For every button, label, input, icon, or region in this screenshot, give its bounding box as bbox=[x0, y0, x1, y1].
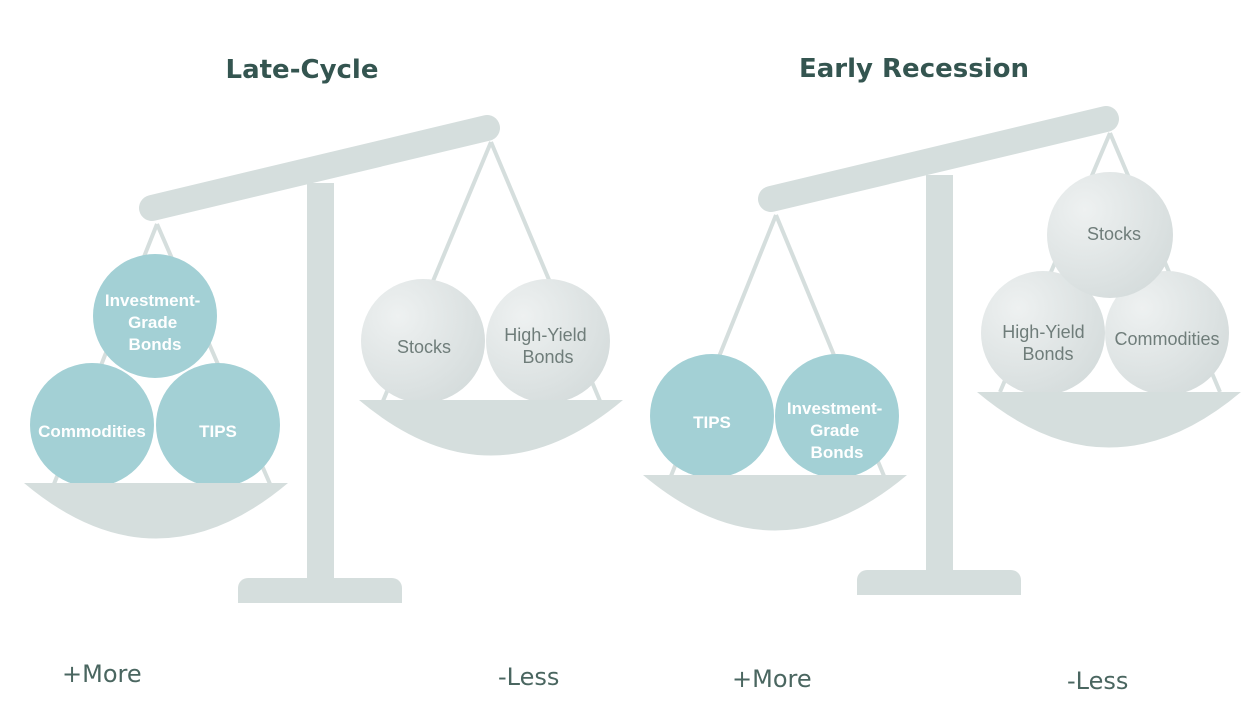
scale-post bbox=[926, 175, 953, 575]
svg-text:TIPS: TIPS bbox=[199, 422, 237, 441]
panel-title-early-recession: Early Recession bbox=[799, 54, 1029, 84]
svg-text:Investment- Grade: Investment- Grade Bonds bbox=[787, 399, 887, 462]
right-pan bbox=[977, 392, 1241, 448]
svg-text:Investment- Grade: Investment- Grade Bonds bbox=[105, 291, 205, 354]
scale-post bbox=[307, 183, 334, 583]
early-recession-scale: TIPS Investment- Grade Bonds High-Yield … bbox=[643, 106, 1241, 595]
asset-ball-commodities: Commodities bbox=[1105, 271, 1229, 395]
more-label: +More bbox=[732, 665, 812, 693]
svg-text:Stocks: Stocks bbox=[397, 337, 451, 357]
asset-ball-tips: TIPS bbox=[156, 363, 280, 487]
svg-text:Commodities: Commodities bbox=[1114, 329, 1219, 349]
asset-ball-investment-grade-bonds: Investment- Grade Bonds bbox=[775, 354, 899, 478]
svg-text:Stocks: Stocks bbox=[1087, 224, 1141, 244]
svg-text:High-Yield Bonds: High-Yield Bonds bbox=[1002, 322, 1089, 364]
asset-ball-commodities: Commodities bbox=[30, 363, 154, 487]
asset-ball-high-yield-bonds: High-Yield Bonds bbox=[486, 279, 610, 403]
left-pan bbox=[643, 475, 907, 531]
asset-ball-high-yield-bonds: High-Yield Bonds bbox=[981, 271, 1105, 395]
less-label: -Less bbox=[498, 663, 559, 691]
more-label: +More bbox=[62, 660, 142, 688]
svg-text:Commodities: Commodities bbox=[38, 422, 146, 441]
panel-title-late-cycle: Late-Cycle bbox=[226, 55, 379, 85]
svg-text:TIPS: TIPS bbox=[693, 413, 731, 432]
scale-beam bbox=[758, 106, 1119, 212]
asset-ball-tips: TIPS bbox=[650, 354, 774, 478]
less-label: -Less bbox=[1067, 667, 1128, 695]
left-pan bbox=[24, 483, 288, 539]
asset-ball-stocks: Stocks bbox=[1047, 172, 1173, 298]
asset-ball-investment-grade-bonds: Investment- Grade Bonds bbox=[93, 254, 217, 378]
right-pan bbox=[359, 400, 623, 456]
svg-text:High-Yield Bonds: High-Yield Bonds bbox=[504, 325, 591, 367]
asset-ball-stocks: Stocks bbox=[361, 279, 485, 403]
scale-beam bbox=[139, 115, 500, 221]
late-cycle-scale: Investment- Grade Bonds Commodities TIPS… bbox=[24, 115, 623, 603]
